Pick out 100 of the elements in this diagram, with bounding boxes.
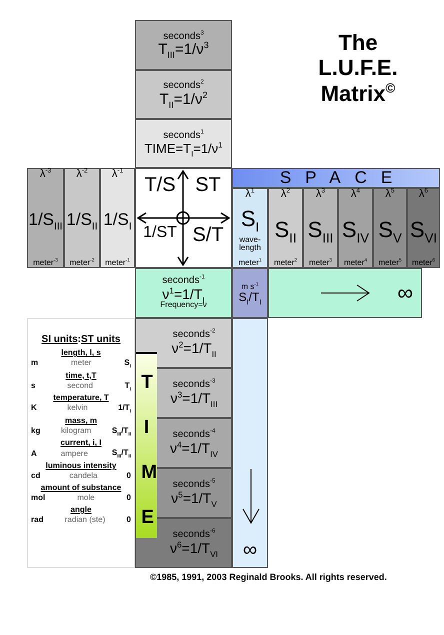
- formula-text: S$_{I}$: [240, 206, 260, 230]
- unit-name: candela: [69, 470, 98, 480]
- unit-symbol: m: [31, 358, 38, 368]
- symbol-text: λ$^{5}$: [385, 189, 395, 201]
- matrix-cell: [157, 418, 232, 468]
- formula-text: ν$^{2}$=1/T$_{II}$: [172, 340, 216, 356]
- unit-text: seconds$^{2}$: [163, 81, 204, 92]
- formula-text: S$_{III}$: [308, 218, 334, 242]
- unit-name: ampere: [60, 448, 88, 458]
- unit-text: seconds$^{1}$: [163, 131, 204, 142]
- formula-text: S/T: [191, 225, 225, 246]
- formula-text: ST: [194, 175, 222, 196]
- unit-text: seconds$^{-1}$: [162, 276, 205, 287]
- matrix-cell: [64, 168, 100, 268]
- space-band: [232, 168, 440, 188]
- matrix-cell: [338, 188, 373, 268]
- formula-text: T/S: [143, 175, 177, 196]
- formula-text: S$_{I}$/T$_{I}$: [238, 290, 262, 304]
- category-heading: luminous intensity: [44, 460, 118, 470]
- unit-text: seconds$^{-4}$: [172, 430, 216, 441]
- matrix-cell: [27, 168, 64, 268]
- matrix-cell: [157, 468, 232, 518]
- unit-name: second: [67, 380, 93, 390]
- unit-name: meter: [70, 358, 92, 368]
- unit-text: seconds$^{3}$: [163, 32, 204, 42]
- matrix-cell: [157, 368, 232, 418]
- category-heading: mass, m: [64, 414, 98, 425]
- category-heading: angle: [70, 504, 92, 514]
- unit-text: seconds$^{-2}$: [172, 330, 216, 341]
- formula-text: T$_{II}$=1/ν$^{2}$: [160, 92, 208, 108]
- table-header: :: [78, 334, 81, 345]
- formula-text: ν$^{6}$=1/T$_{VI}$: [170, 540, 218, 556]
- symbol-text: λ$^{-1}$: [112, 169, 124, 181]
- formula-text: TIME=T$_{I}$=1/ν$^{1}$: [144, 142, 223, 156]
- time-band: [135, 318, 157, 568]
- unit-text: seconds$^{-5}$: [172, 480, 216, 491]
- matrix-cell: [135, 20, 232, 70]
- category-heading: current, i, I: [60, 437, 102, 448]
- unit-symbol: kg: [31, 426, 40, 436]
- infinity-symbol: ∞: [242, 540, 258, 561]
- matrix-cell: [100, 168, 135, 268]
- formula-text: ν$^{5}$=1/T$_{V}$: [171, 490, 217, 506]
- formula-text: 1/S$_{III}$: [28, 210, 63, 228]
- formula-text: 1/ST: [142, 225, 178, 242]
- category-heading: amount of substance: [40, 482, 122, 492]
- formula-text: S$_{IV}$: [342, 218, 370, 242]
- st-unit: 0: [126, 470, 131, 480]
- band-title: SPACE: [280, 169, 406, 187]
- formula-text: S$_{II}$: [274, 218, 296, 242]
- matrix-cell: [135, 119, 232, 168]
- infinity-symbol: ∞: [397, 281, 413, 305]
- unit-symbol: mol: [31, 492, 46, 502]
- unit-symbol: rad: [31, 514, 44, 524]
- category-heading: time, t,T: [64, 370, 98, 380]
- st-unit: 0: [126, 514, 131, 524]
- unit-symbol: s: [31, 380, 36, 390]
- formula-text: ν$^{4}$=1/T$_{IV}$: [170, 440, 218, 456]
- matrix-cell: [157, 518, 232, 568]
- unit-text: seconds$^{-6}$: [172, 530, 216, 541]
- table-header: SI units: [42, 334, 78, 345]
- matrix-cell: [232, 268, 268, 318]
- unit-text: wave-length: [238, 236, 262, 253]
- diagram-title: The L.U.F.E. Matrix$^{©}$: [317, 30, 399, 106]
- category-heading: length, l, s: [60, 347, 102, 357]
- matrix-cell: [268, 188, 303, 268]
- unit-symbol: A: [31, 448, 37, 458]
- formula-text: 1/S$_{I}$: [103, 210, 132, 228]
- symbol-text: λ$^{3}$: [316, 189, 326, 201]
- unit-text: seconds$^{-3}$: [172, 380, 216, 391]
- symbol-text: λ$^{-3}$: [40, 169, 52, 181]
- symbol-text: λ$^{4}$: [350, 189, 360, 201]
- matrix-cell: [135, 70, 232, 119]
- matrix-cell: [232, 188, 268, 268]
- formula-text: S$_{V}$: [378, 218, 402, 242]
- formula-text: ν$^{1}$=1/T$_{I}$: [162, 286, 205, 302]
- category-heading: temperature, T: [52, 392, 110, 402]
- symbol-text: λ$^{1}$: [245, 189, 255, 201]
- formula-text: ν$^{3}$=1/T$_{III}$: [170, 390, 218, 406]
- unit-name: kelvin: [67, 403, 88, 412]
- symbol-text: λ$^{2}$: [280, 189, 290, 201]
- symbol-text: λ$^{-2}$: [76, 169, 88, 181]
- matrix-cell: [157, 318, 232, 368]
- formula-text: Frequency=ν: [160, 301, 207, 310]
- time-column: [232, 318, 268, 568]
- st-unit: 0: [126, 492, 131, 502]
- unit-symbol: cd: [31, 470, 40, 480]
- unit-symbol: K: [31, 403, 37, 412]
- formula-text: T$_{III}$=1/ν$^{3}$: [158, 42, 209, 58]
- unit-name: kilogram: [60, 426, 92, 436]
- formula-text: 1/S$_{II}$: [66, 210, 98, 228]
- unit-name: radian (ste): [64, 514, 106, 524]
- formula-text: S$_{VI}$: [410, 218, 438, 242]
- unit-name: mole: [77, 492, 95, 502]
- matrix-cell: [135, 268, 232, 318]
- table-header: ST units: [81, 334, 120, 345]
- matrix-cell: [373, 188, 407, 268]
- frequency-band: [268, 268, 422, 318]
- symbol-text: λ$^{6}$: [418, 189, 428, 201]
- matrix-cell: [303, 188, 338, 268]
- matrix-cell: [407, 188, 440, 268]
